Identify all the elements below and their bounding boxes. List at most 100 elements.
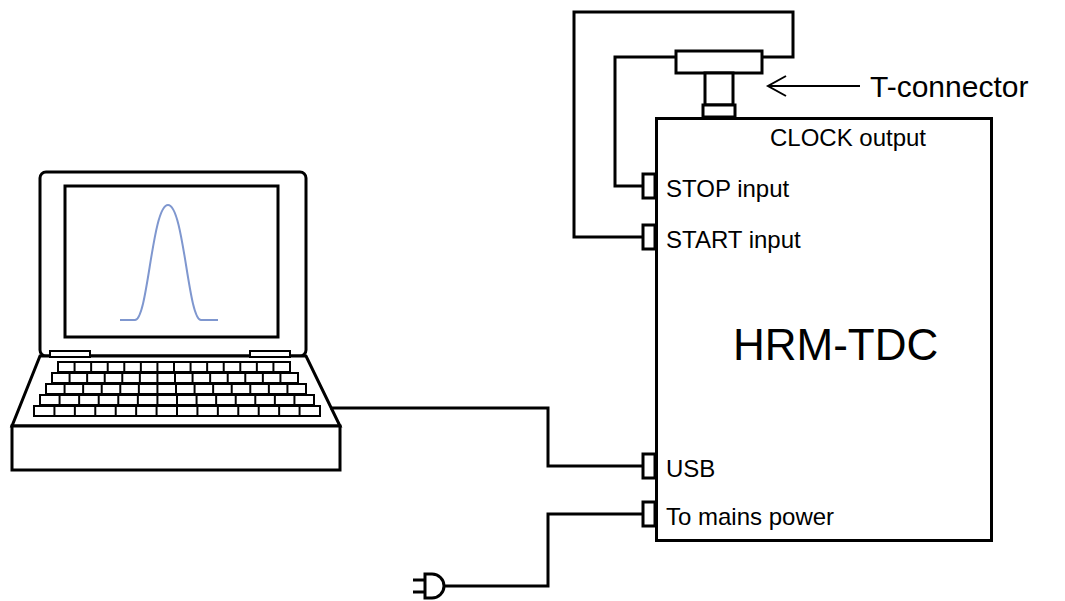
key-divider bbox=[94, 406, 96, 416]
key-divider bbox=[194, 384, 196, 394]
key-divider bbox=[156, 384, 158, 394]
key-divider bbox=[279, 373, 281, 383]
key-divider bbox=[212, 384, 214, 394]
key-divider bbox=[190, 362, 192, 372]
key-divider bbox=[227, 373, 229, 383]
key-divider bbox=[173, 362, 175, 372]
key-divider bbox=[217, 406, 219, 416]
key-divider bbox=[258, 406, 260, 416]
start-cable bbox=[574, 12, 793, 237]
plug-prong bbox=[413, 591, 425, 594]
key-divider bbox=[78, 395, 80, 405]
key-divider bbox=[176, 395, 178, 405]
key-divider bbox=[286, 384, 288, 394]
key-row bbox=[58, 362, 290, 372]
pointer-line bbox=[768, 85, 860, 87]
pointer-head bbox=[768, 76, 786, 96]
power-port bbox=[643, 502, 655, 526]
usb-cable bbox=[330, 408, 643, 466]
key-divider bbox=[74, 362, 76, 372]
key-divider bbox=[137, 395, 139, 405]
key-divider bbox=[69, 373, 71, 383]
key-divider bbox=[262, 373, 264, 383]
key-divider bbox=[268, 384, 270, 394]
port-label: USB bbox=[666, 456, 715, 482]
port-label: START input bbox=[666, 227, 801, 253]
key-divider bbox=[175, 384, 177, 394]
key-divider bbox=[156, 373, 158, 383]
key-divider bbox=[244, 373, 246, 383]
key-divider bbox=[53, 406, 55, 416]
key-divider bbox=[223, 362, 225, 372]
t-connector-stem bbox=[705, 73, 733, 105]
key-divider bbox=[82, 384, 84, 394]
laptop-screen bbox=[65, 186, 278, 337]
laptop-base bbox=[12, 356, 340, 426]
key-divider bbox=[293, 395, 295, 405]
key-divider bbox=[74, 406, 76, 416]
key-divider bbox=[140, 362, 142, 372]
key-divider bbox=[86, 373, 88, 383]
key-divider bbox=[235, 395, 237, 405]
key-divider bbox=[138, 384, 140, 394]
key-divider bbox=[196, 395, 198, 405]
key-divider bbox=[239, 362, 241, 372]
plug-prong bbox=[413, 579, 425, 582]
key-divider bbox=[135, 406, 137, 416]
part-label: T-connector bbox=[868, 70, 1030, 103]
key-divider bbox=[254, 395, 256, 405]
key-row bbox=[34, 406, 320, 416]
key-divider bbox=[115, 406, 117, 416]
key-row bbox=[52, 373, 298, 383]
usb-port bbox=[643, 454, 655, 478]
laptop-bottom bbox=[12, 426, 340, 470]
key-divider bbox=[104, 373, 106, 383]
key-divider bbox=[98, 395, 100, 405]
stop-cable bbox=[615, 57, 676, 186]
key-divider bbox=[192, 373, 194, 383]
power-cable bbox=[445, 514, 643, 586]
key-divider bbox=[121, 373, 123, 383]
key-divider bbox=[299, 406, 301, 416]
key-divider bbox=[249, 384, 251, 394]
key-divider bbox=[59, 395, 61, 405]
key-divider bbox=[196, 406, 198, 416]
mains-plug bbox=[425, 574, 444, 598]
keyboard bbox=[34, 362, 320, 416]
laptop-hinge bbox=[250, 351, 290, 357]
key-divider bbox=[278, 406, 280, 416]
key-divider bbox=[123, 362, 125, 372]
instrument-box: CLOCK outputSTOP inputSTART inputHRM-TDC… bbox=[655, 117, 993, 542]
key-divider bbox=[272, 362, 274, 372]
key-divider bbox=[209, 373, 211, 383]
key-divider bbox=[90, 362, 92, 372]
key-divider bbox=[101, 384, 103, 394]
key-divider bbox=[231, 384, 233, 394]
bell-curve bbox=[120, 205, 218, 320]
key-divider bbox=[206, 362, 208, 372]
port-label: CLOCK output bbox=[770, 125, 926, 151]
laptop-hinge bbox=[50, 351, 90, 357]
key-divider bbox=[174, 373, 176, 383]
key-divider bbox=[119, 384, 121, 394]
device-name: HRM-TDC bbox=[733, 321, 938, 369]
t-connector-bar bbox=[676, 51, 762, 73]
key-divider bbox=[237, 406, 239, 416]
key-divider bbox=[156, 362, 158, 372]
clock-port bbox=[703, 105, 735, 117]
key-divider bbox=[117, 395, 119, 405]
key-divider bbox=[107, 362, 109, 372]
key-divider bbox=[215, 395, 217, 405]
laptop-lid bbox=[40, 172, 306, 356]
key-row bbox=[40, 395, 314, 405]
key-row bbox=[46, 384, 306, 394]
key-divider bbox=[256, 362, 258, 372]
key-divider bbox=[176, 406, 178, 416]
start-port bbox=[643, 225, 655, 249]
port-label: STOP input bbox=[666, 176, 789, 202]
key-divider bbox=[139, 373, 141, 383]
port-label: To mains power bbox=[666, 504, 834, 530]
key-divider bbox=[156, 406, 158, 416]
key-divider bbox=[274, 395, 276, 405]
stop-port bbox=[643, 174, 655, 198]
